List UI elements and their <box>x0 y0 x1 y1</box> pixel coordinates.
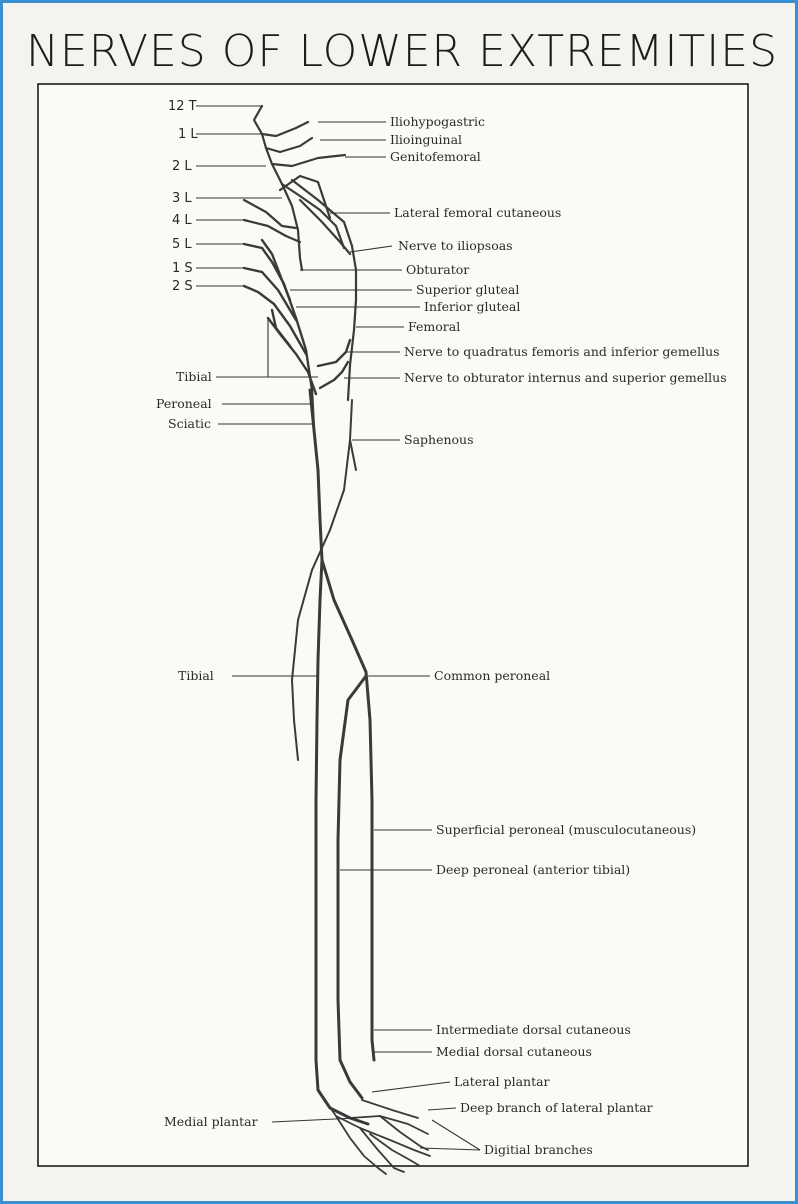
nerve-label: Obturator <box>406 262 469 277</box>
nerve-label: Lateral plantar <box>454 1074 550 1089</box>
nerve-label: Intermediate dorsal cutaneous <box>436 1022 631 1037</box>
root-label: 4 L <box>172 213 192 228</box>
root-label: 1 S <box>172 261 193 276</box>
nerve-label: Femoral <box>408 319 460 334</box>
nerve-label: Tibial <box>176 369 212 384</box>
nerve-label: Deep peroneal (anterior tibial) <box>436 862 630 877</box>
nerve-label: Saphenous <box>404 432 474 447</box>
root-label: 1 L <box>178 127 198 142</box>
nerve-label: Tibial <box>178 668 214 683</box>
root-label: 3 L <box>172 191 192 206</box>
nerve-label: Nerve to iliopsoas <box>398 238 513 253</box>
nerve-label: Superficial peroneal (musculocutaneous) <box>436 822 696 837</box>
nerve-label: Deep branch of lateral plantar <box>460 1100 653 1115</box>
nerve-label: Ilioinguinal <box>390 132 462 147</box>
nerve-label: Sciatic <box>168 416 211 431</box>
nerve-label: Lateral femoral cutaneous <box>394 205 561 220</box>
root-label: 12 T <box>168 99 197 114</box>
nerve-label: Nerve to obturator internus and superior… <box>404 370 727 385</box>
nerve-label: Nerve to quadratus femoris and inferior … <box>404 344 720 359</box>
nerve-label: Inferior gluteal <box>424 299 520 314</box>
nerve-label: Superior gluteal <box>416 282 519 297</box>
nerve-label: Medial plantar <box>164 1114 258 1129</box>
nerve-label: Peroneal <box>156 396 212 411</box>
nerve-label: Genitofemoral <box>390 149 481 164</box>
plate-border <box>38 84 748 1166</box>
nerve-label: Iliohypogastric <box>390 114 485 129</box>
root-label: 5 L <box>172 237 192 252</box>
nerve-label: Medial dorsal cutaneous <box>436 1044 592 1059</box>
nerve-label: Common peroneal <box>434 668 550 683</box>
nerve-label: Digitial branches <box>484 1142 593 1157</box>
root-label: 2 S <box>172 279 193 294</box>
root-label: 2 L <box>172 159 192 174</box>
